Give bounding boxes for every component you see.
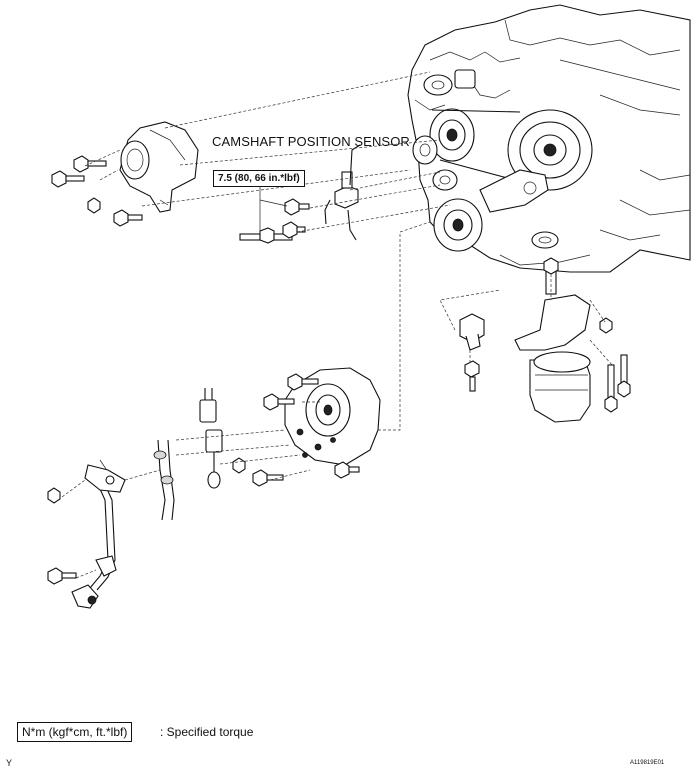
timing-cover-lower	[284, 367, 381, 466]
footer-left-mark: Y	[6, 758, 13, 768]
bolts-center	[232, 373, 360, 487]
bolt	[73, 155, 107, 173]
figure-code: A119819E01	[630, 760, 665, 766]
legend-unit-box: N*m (kgf*cm, ft.*lbf)	[17, 722, 133, 742]
camshaft-position-sensor	[324, 144, 361, 241]
oil-pipe	[47, 464, 126, 609]
engine-block	[407, 4, 691, 273]
nut	[87, 197, 101, 214]
bolt	[113, 209, 143, 227]
torque-bolts	[239, 186, 310, 244]
torque-spec-box: 7.5 (80, 66 in.*lbf)	[213, 170, 305, 187]
bolts-upper-left	[51, 155, 143, 227]
timing-cover-upper	[119, 121, 199, 213]
crank-sensor	[459, 313, 485, 392]
wire-harness	[99, 388, 223, 521]
oil-filter-bracket	[514, 257, 631, 423]
legend-description: : Specified torque	[160, 725, 254, 739]
bolt	[51, 170, 85, 188]
sensor-callout-label: CAMSHAFT POSITION SENSOR	[212, 134, 410, 149]
alignment-lines	[61, 71, 613, 579]
